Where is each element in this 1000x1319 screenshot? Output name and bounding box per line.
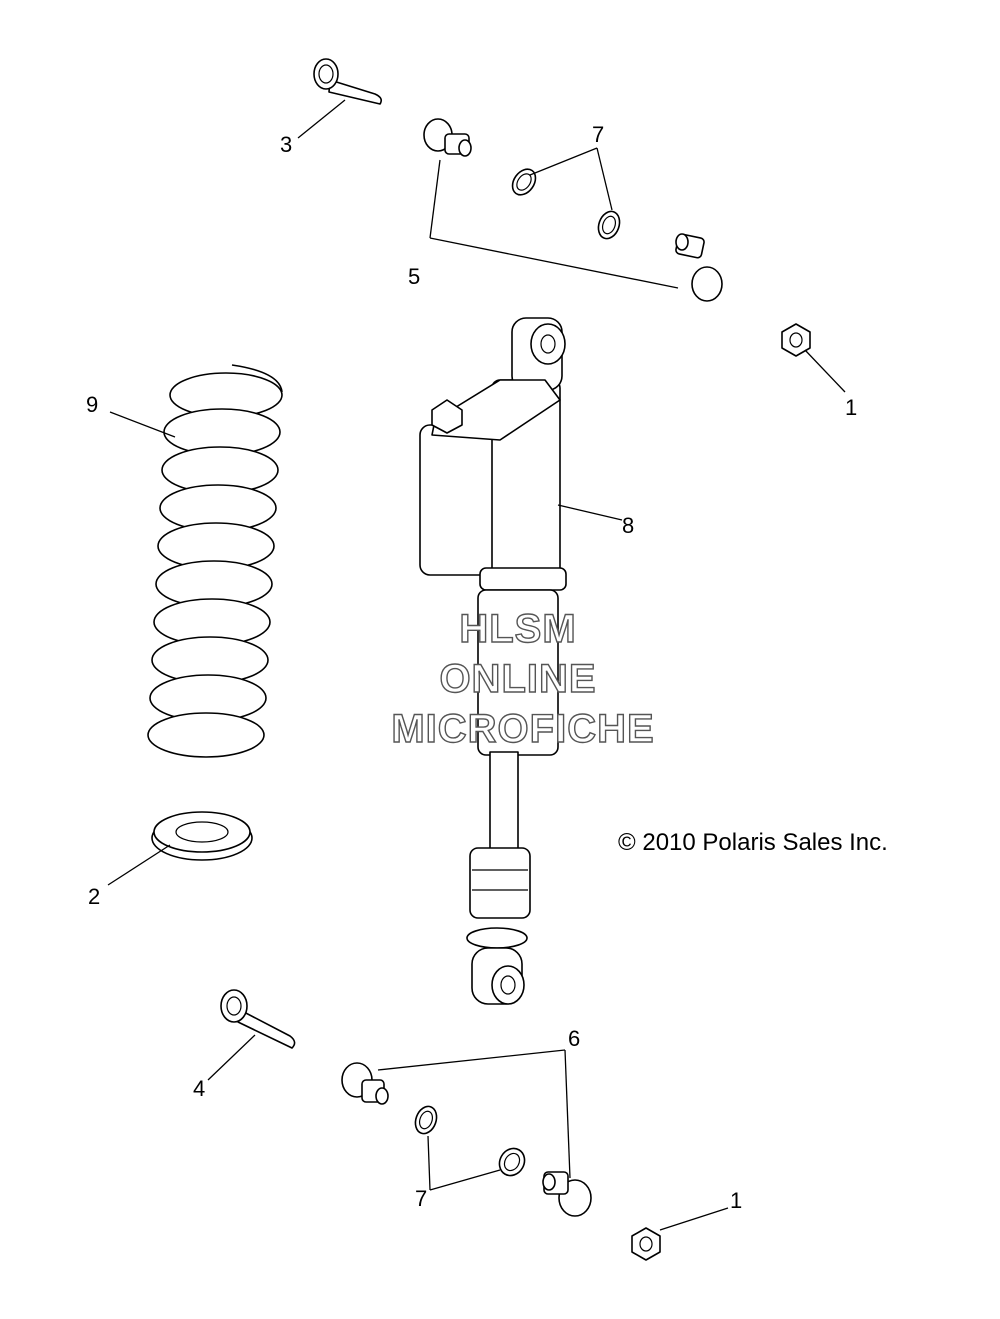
- callout-8: 8: [622, 513, 634, 538]
- watermark: HLSM ONLINE MICROFICHE: [391, 606, 655, 751]
- callout-7-upper: 7: [592, 122, 604, 147]
- coil-spring: [147, 364, 283, 758]
- callout-1-upper: 1: [845, 395, 857, 420]
- bushing-lower-right: [542, 1171, 592, 1217]
- bushing-upper-right: [675, 233, 723, 302]
- callout-6: 6: [568, 1026, 580, 1051]
- washer-lower-2: [498, 1147, 526, 1177]
- washer-upper-1: [511, 168, 537, 196]
- bushing-lower-left: [341, 1062, 389, 1105]
- shock-absorber: [419, 317, 567, 1005]
- callout-1-lower: 1: [730, 1188, 742, 1213]
- washer-lower-1: [414, 1105, 438, 1135]
- callout-2: 2: [88, 884, 100, 909]
- bolt-lower: [220, 989, 296, 1049]
- callout-labels: 1 1 2 3 4 5 6 7 7 8 9: [86, 122, 857, 1213]
- watermark-line-2: ONLINE: [439, 657, 596, 701]
- leader-lines: [107, 99, 846, 1231]
- bolt-upper: [313, 58, 382, 105]
- washer-upper-2: [597, 210, 621, 240]
- spring-retainer: [151, 811, 253, 861]
- nut-upper: [781, 323, 811, 357]
- callout-7-lower: 7: [415, 1186, 427, 1211]
- callout-9: 9: [86, 392, 98, 417]
- callout-4: 4: [193, 1076, 205, 1101]
- watermark-line-1: HLSM: [459, 607, 576, 651]
- watermark-line-3: MICROFICHE: [391, 707, 654, 751]
- callout-5: 5: [408, 264, 420, 289]
- bushing-upper-left: [423, 118, 472, 157]
- copyright-notice: © 2010 Polaris Sales Inc.: [618, 829, 888, 856]
- nut-lower: [631, 1227, 661, 1261]
- callout-3: 3: [280, 132, 292, 157]
